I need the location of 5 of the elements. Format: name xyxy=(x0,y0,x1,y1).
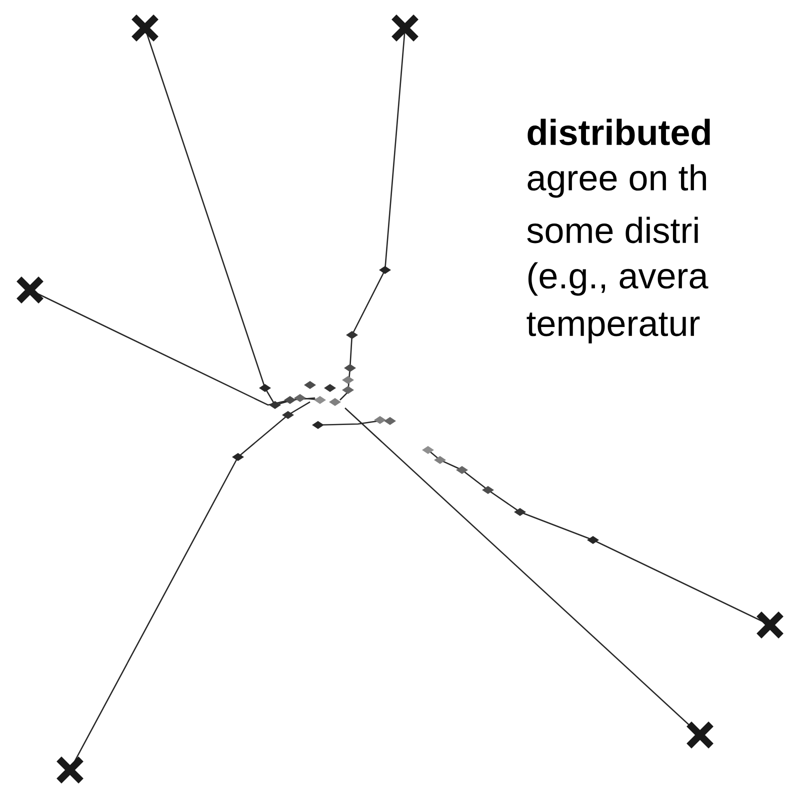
note-text: temperatur xyxy=(526,312,700,344)
note-text: agree on th xyxy=(528,164,706,198)
note-text: distributed xyxy=(528,118,710,146)
note-text: (e.g., avera xyxy=(528,262,708,296)
note-text: some distri xyxy=(527,216,698,244)
